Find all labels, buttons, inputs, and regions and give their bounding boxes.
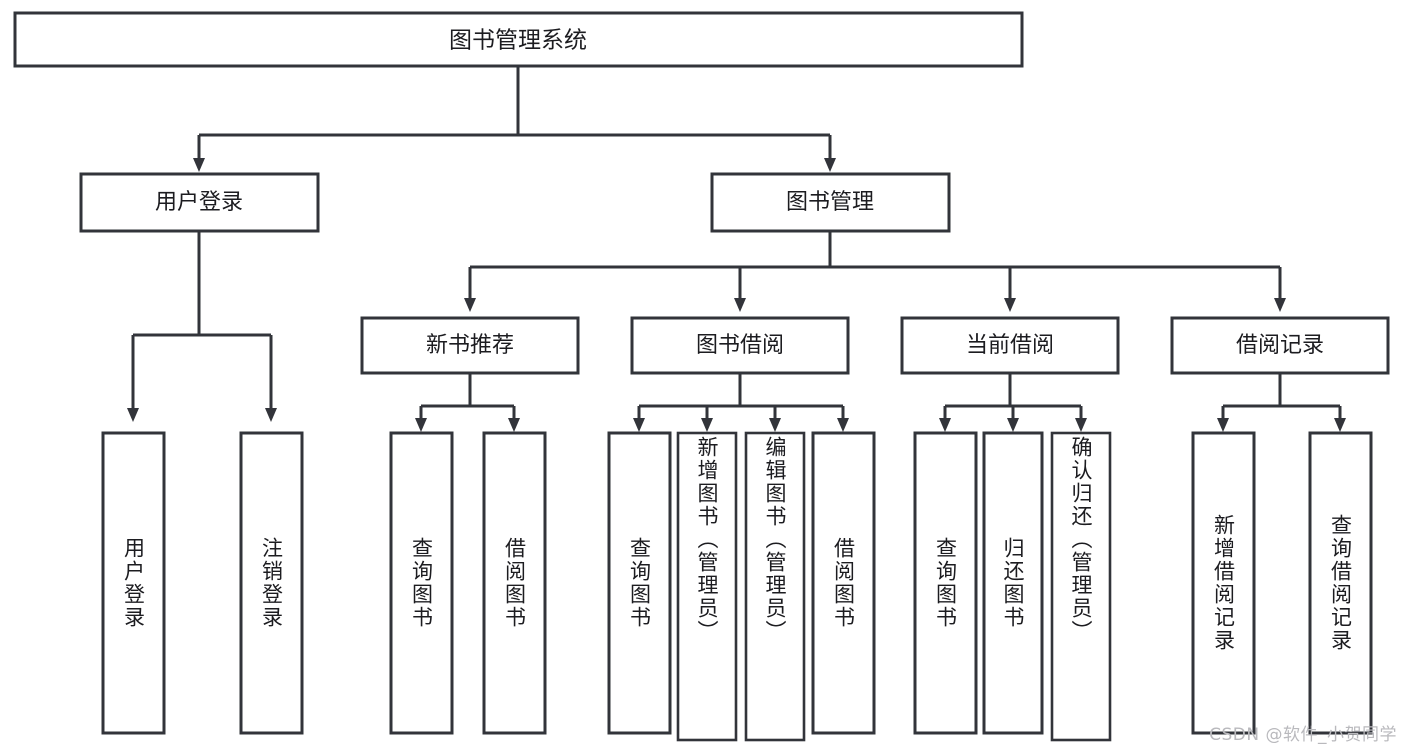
leaf-box-bb-add[interactable] <box>676 431 738 742</box>
node-current-borrow-label: 当前借阅 <box>966 333 1054 358</box>
leaf-box-nb-borrow[interactable] <box>482 431 547 735</box>
node-new-book-recommend-label: 新书推荐 <box>426 333 514 358</box>
leaf-box-cb-query[interactable] <box>913 431 978 735</box>
arrowhead-book-borrow <box>734 298 746 312</box>
leaf-box-br-add[interactable] <box>1191 431 1256 735</box>
node-book-borrow[interactable]: 图书借阅 <box>630 316 850 375</box>
arrowhead-nb-leaf-2 <box>508 418 520 432</box>
node-book-manage-label: 图书管理 <box>786 190 874 215</box>
leaf-box-logout[interactable] <box>239 431 304 735</box>
arrowhead-bb-leaf-3 <box>769 418 781 432</box>
leaf-box-cb-confirm[interactable] <box>1050 431 1112 742</box>
arrowhead-current-borrow <box>1004 298 1016 312</box>
node-root-label: 图书管理系统 <box>449 28 587 54</box>
leaf-box-nb-query[interactable] <box>389 431 454 735</box>
leaf-box-br-query[interactable] <box>1308 431 1373 735</box>
node-new-book-recommend[interactable]: 新书推荐 <box>360 316 580 375</box>
arrowhead-bb-leaf-1 <box>633 418 645 432</box>
node-book-borrow-label: 图书借阅 <box>696 333 784 358</box>
arrowhead-new-book <box>464 298 476 312</box>
watermark: CSDN @软件_小贺同学 <box>1209 725 1397 745</box>
node-borrow-record-label: 借阅记录 <box>1236 333 1324 358</box>
arrowhead-cb-leaf-3 <box>1075 418 1087 432</box>
leaf-box-bb-borrow[interactable] <box>811 431 876 735</box>
node-book-manage[interactable]: 图书管理 <box>710 172 951 233</box>
arrowhead-bb-leaf-4 <box>837 418 849 432</box>
node-current-borrow[interactable]: 当前借阅 <box>900 316 1120 375</box>
node-current-borrow-box[interactable] <box>900 316 1120 375</box>
arrowhead-nb-leaf-1 <box>415 418 427 432</box>
arrowhead-leaf-user-login <box>127 408 139 422</box>
arrowhead-cb-leaf-2 <box>1007 418 1019 432</box>
arrowhead-borrow-record <box>1274 298 1286 312</box>
node-user-login[interactable]: 用户登录 <box>79 172 320 233</box>
leaf-box-bb-query[interactable] <box>607 431 672 735</box>
arrowhead-book-manage <box>824 158 836 172</box>
arrowhead-cb-leaf-1 <box>939 418 951 432</box>
arrowhead-br-leaf-2 <box>1334 418 1346 432</box>
node-book-borrow-box[interactable] <box>630 316 850 375</box>
arrowhead-br-leaf-1 <box>1217 418 1229 432</box>
leaf-box-cb-return[interactable] <box>982 431 1044 735</box>
leaf-box-bb-edit[interactable] <box>744 431 806 742</box>
node-root-box[interactable] <box>13 11 1024 68</box>
node-borrow-record-box[interactable] <box>1170 316 1390 375</box>
node-user-login-label: 用户登录 <box>155 190 243 215</box>
arrowhead-leaf-logout <box>265 408 277 422</box>
arrowhead-bb-leaf-2 <box>701 418 713 432</box>
node-new-book-recommend-box[interactable] <box>360 316 580 375</box>
leaf-box-user-login[interactable] <box>101 431 166 735</box>
node-root[interactable]: 图书管理系统 <box>13 11 1024 68</box>
node-book-manage-box[interactable] <box>710 172 951 233</box>
arrowhead-user-login <box>193 158 205 172</box>
node-borrow-record[interactable]: 借阅记录 <box>1170 316 1390 375</box>
